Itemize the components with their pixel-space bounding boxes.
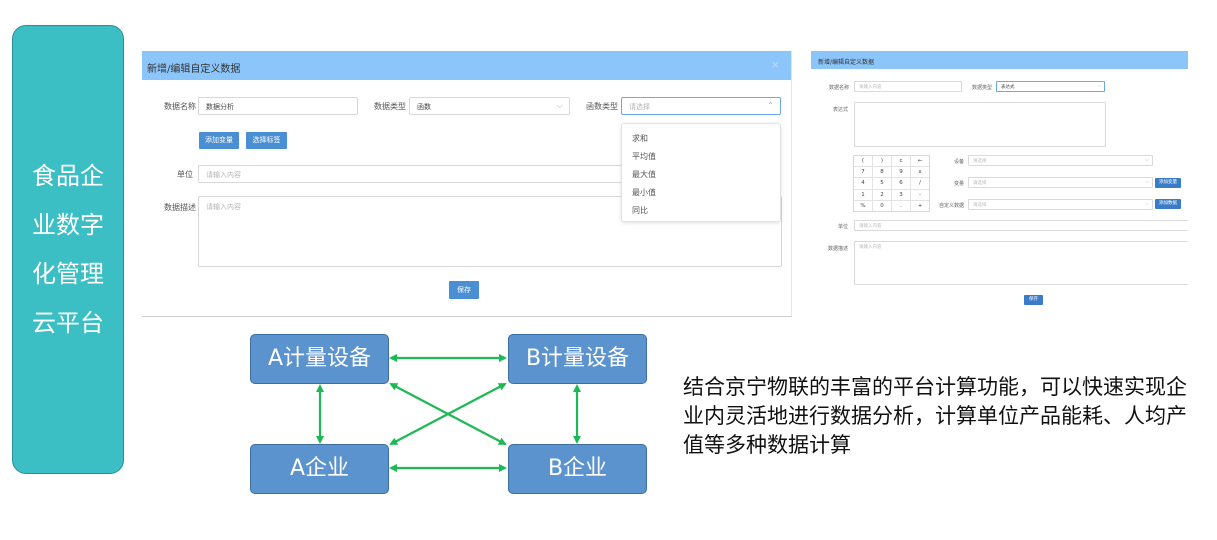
desc-label: 数据描述: [828, 246, 849, 252]
func-type-label: 函数类型: [586, 102, 618, 111]
node-b-device: B计量设备: [508, 334, 647, 384]
calc-key[interactable]: 4: [854, 178, 872, 189]
chevron-down-icon: ⌵: [1145, 157, 1149, 163]
add-variable-button[interactable]: 添加变量: [1155, 178, 1181, 188]
calc-key[interactable]: -: [911, 189, 929, 200]
calc-key[interactable]: ): [873, 156, 891, 167]
calc-key[interactable]: (: [854, 156, 872, 167]
side-panel-line: 云平台: [32, 308, 104, 337]
variable-label: 变量: [954, 181, 965, 187]
device-select[interactable]: 请选择 ⌵: [968, 155, 1153, 166]
unit-label: 单位: [838, 224, 849, 230]
unit-label: 单位: [177, 170, 193, 179]
add-variable-button[interactable]: 添加变量: [199, 132, 239, 149]
chevron-down-icon: ⌵: [1145, 179, 1149, 185]
save-button[interactable]: 保存: [1024, 295, 1043, 305]
data-type-select[interactable]: 函数 ⌵: [409, 97, 570, 115]
calc-key[interactable]: +: [911, 200, 929, 211]
custom-data-label: 自定义数据: [939, 203, 965, 209]
data-type-label: 数据类型: [972, 85, 993, 91]
dialog-header: 新增/编辑自定义数据 ×: [142, 51, 791, 80]
calc-key[interactable]: x: [911, 167, 929, 178]
side-panel: 食品企 业数字 化管理 云平台: [12, 25, 124, 474]
side-panel-line: 业数字: [32, 210, 104, 239]
variable-placeholder: 请选择: [973, 181, 987, 186]
chevron-down-icon: ⌵: [556, 101, 563, 110]
save-button[interactable]: 保存: [449, 281, 479, 299]
calc-key[interactable]: .: [892, 200, 910, 211]
data-type-value: 函数: [417, 103, 431, 111]
func-type-dropdown: 求和 平均值 最大值 最小值 同比: [621, 123, 781, 222]
custom-data-select[interactable]: 请选择 ⌵: [968, 199, 1153, 210]
dropdown-option-min[interactable]: 最小值: [632, 188, 656, 197]
expression-label: 表达式: [833, 107, 849, 113]
dropdown-option-yoy[interactable]: 同比: [632, 206, 648, 215]
device-label: 设备: [954, 159, 965, 165]
unit-field[interactable]: 请输入内容: [854, 220, 1188, 231]
dialog-title: 新增/编辑自定义数据: [818, 59, 875, 66]
dropdown-option-average[interactable]: 平均值: [632, 152, 656, 161]
func-type-placeholder: 请选择: [629, 103, 650, 111]
device-placeholder: 请选择: [973, 159, 987, 164]
data-name-label: 数据名称: [829, 85, 850, 91]
node-b-company: B企业: [508, 444, 647, 494]
desc-textarea[interactable]: 请输入内容: [854, 241, 1188, 285]
calc-key[interactable]: 2: [873, 189, 891, 200]
description-text: 结合京宁物联的丰富的平台计算功能，可以快速实现企业内灵活地进行数据分析，计算单位…: [683, 375, 1187, 457]
custom-data-dialog-expression: 新增/编辑自定义数据 数据名称 请输入内容 数据类型 表达式 ⌵ 表达式 ()c…: [811, 51, 1188, 317]
chevron-up-icon: ⌃: [767, 101, 774, 110]
calc-key[interactable]: 8: [873, 167, 891, 178]
data-name-label: 数据名称: [164, 102, 196, 111]
calc-key[interactable]: 3: [892, 189, 910, 200]
node-a-company: A企业: [250, 444, 389, 494]
add-data-button[interactable]: 添加数据: [1155, 199, 1181, 209]
custom-data-placeholder: 请选择: [973, 203, 987, 208]
data-type-select[interactable]: 表达式 ⌵: [996, 81, 1105, 92]
calc-key[interactable]: ←: [911, 156, 929, 167]
data-name-field[interactable]: 请输入内容: [854, 81, 962, 92]
arrow-b-device-a-company: [389, 383, 507, 445]
custom-data-dialog-function: 新增/编辑自定义数据 × 数据名称 数据分析 数据类型 函数 ⌵ 函数类型 请选…: [142, 51, 792, 317]
dialog-header: 新增/编辑自定义数据: [811, 51, 1188, 69]
calc-key[interactable]: 1: [854, 189, 872, 200]
expression-textarea[interactable]: [854, 102, 1106, 147]
chevron-down-icon: ⌵: [1145, 201, 1149, 207]
chevron-down-icon: ⌵: [1097, 83, 1101, 89]
calc-key[interactable]: c: [892, 156, 910, 167]
side-panel-line: 食品企: [32, 161, 104, 190]
side-panel-line: 化管理: [32, 259, 104, 288]
calc-key[interactable]: 9: [892, 167, 910, 178]
data-name-field[interactable]: 数据分析: [198, 97, 358, 115]
close-icon[interactable]: ×: [770, 58, 780, 71]
variable-select[interactable]: 请选择 ⌵: [968, 177, 1153, 188]
dropdown-option-sum[interactable]: 求和: [632, 134, 648, 143]
data-type-label: 数据类型: [374, 102, 406, 111]
dropdown-option-max[interactable]: 最大值: [632, 170, 656, 179]
calc-key[interactable]: /: [911, 178, 929, 189]
calc-key[interactable]: 0: [873, 200, 891, 211]
data-type-value: 表达式: [1001, 85, 1015, 90]
func-type-select[interactable]: 请选择 ⌃: [621, 97, 781, 115]
dialog-title: 新增/编辑自定义数据: [147, 64, 241, 75]
calc-key[interactable]: %: [854, 200, 872, 211]
desc-label: 数据描述: [164, 203, 196, 212]
select-tag-button[interactable]: 选择标签: [246, 132, 287, 149]
calc-key[interactable]: 5: [873, 178, 891, 189]
node-a-device: A计量设备: [250, 334, 389, 384]
calc-key[interactable]: 6: [892, 178, 910, 189]
calc-key[interactable]: 7: [854, 167, 872, 178]
